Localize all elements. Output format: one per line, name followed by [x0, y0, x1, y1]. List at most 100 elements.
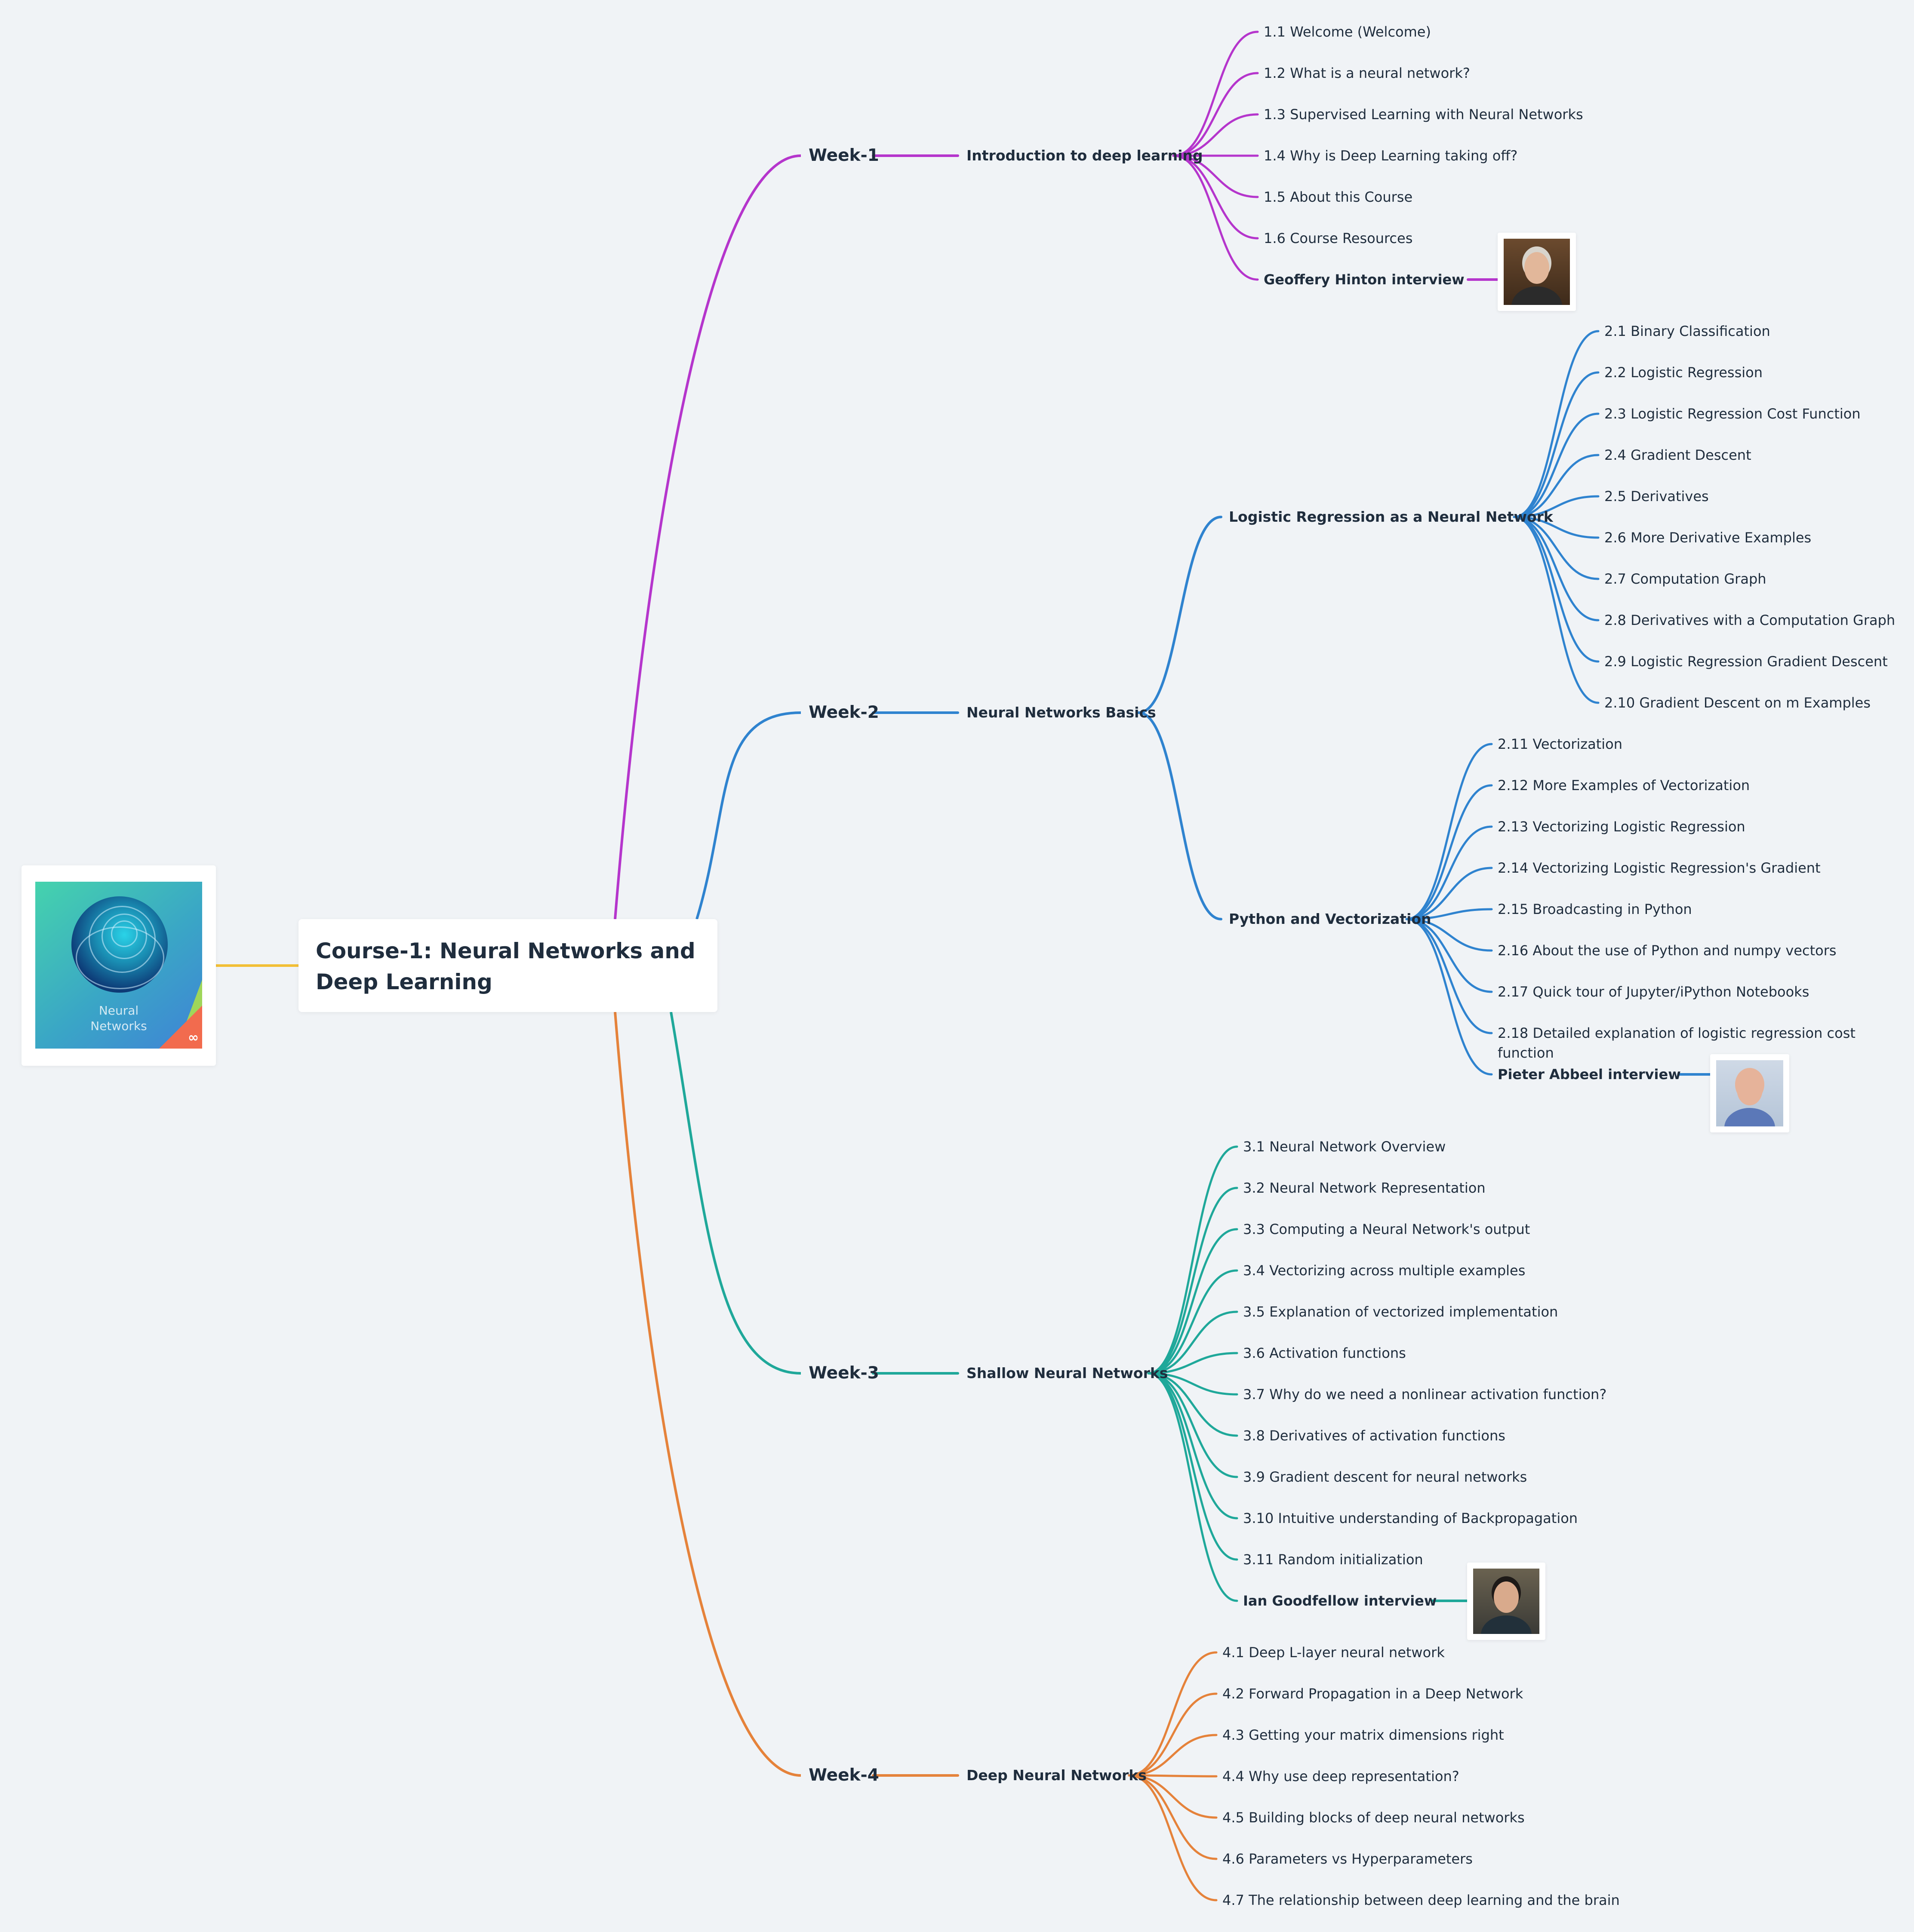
lesson-item[interactable]: 2.9 Logistic Regression Gradient Descent — [1604, 653, 1888, 670]
branch-connector — [1405, 867, 1493, 920]
lesson-item[interactable]: 1.4 Why is Deep Learning taking off? — [1264, 148, 1518, 164]
lesson-item[interactable]: 2.17 Quick tour of Jupyter/iPython Noteb… — [1498, 984, 1809, 1000]
lesson-item[interactable]: 2.3 Logistic Regression Cost Function — [1604, 406, 1861, 422]
lesson-item[interactable]: 4.4 Why use deep representation? — [1222, 1768, 1459, 1784]
lesson-item[interactable]: 2.8 Derivatives with a Computation Graph — [1604, 612, 1896, 628]
lesson-item[interactable]: 2.14 Vectorizing Logistic Regression's G… — [1498, 860, 1821, 876]
lesson-item[interactable]: 4.3 Getting your matrix dimensions right — [1222, 1727, 1504, 1743]
neural-networks-cover-art: Neural Networks ∞ — [35, 882, 202, 1049]
lesson-item[interactable]: 2.1 Binary Classification — [1604, 323, 1770, 339]
lesson-item[interactable]: 2.7 Computation Graph — [1604, 571, 1766, 587]
branch-connector — [1147, 1311, 1238, 1375]
lesson-item[interactable]: 1.6 Course Resources — [1264, 230, 1413, 246]
lesson-item[interactable]: 3.1 Neural Network Overview — [1243, 1138, 1446, 1155]
root-topic[interactable]: Course-1: Neural Networks and Deep Learn… — [298, 919, 717, 1012]
branch-connector — [1513, 371, 1600, 518]
lesson-item[interactable]: 1.1 Welcome (Welcome) — [1264, 24, 1431, 40]
lesson-item[interactable]: 3.11 Random initialization — [1243, 1551, 1423, 1568]
week-connector — [614, 154, 801, 920]
week-node[interactable]: Week-4 — [809, 1766, 879, 1785]
topic-node[interactable]: Introduction to deep learning — [966, 147, 1203, 164]
week-connector — [670, 1012, 801, 1375]
branch-connector — [1172, 31, 1259, 157]
topic-node[interactable]: Deep Neural Networks — [966, 1767, 1147, 1784]
week-node[interactable]: Week-3 — [809, 1363, 879, 1383]
lesson-item[interactable]: 3.8 Derivatives of activation functions — [1243, 1427, 1505, 1444]
lesson-item[interactable]: 4.7 The relationship between deep learni… — [1222, 1892, 1620, 1908]
branch-connector — [1172, 154, 1259, 198]
lesson-item[interactable]: 3.2 Neural Network Representation — [1243, 1180, 1486, 1196]
branch-connector — [1147, 1372, 1238, 1520]
lesson-item[interactable]: 3.5 Explanation of vectorized implementa… — [1243, 1304, 1558, 1320]
root-title: Course-1: Neural Networks and Deep Learn… — [316, 938, 695, 994]
geoffrey-hinton-photo — [1498, 233, 1576, 311]
lesson-item[interactable]: 4.5 Building blocks of deep neural netwo… — [1222, 1809, 1525, 1826]
lesson-item[interactable]: 3.6 Activation functions — [1243, 1345, 1406, 1361]
branch-connector — [1147, 1372, 1238, 1561]
lesson-item[interactable]: 2.13 Vectorizing Logistic Regression — [1498, 818, 1745, 835]
branch-connector — [1513, 495, 1600, 518]
lesson-item[interactable]: 2.4 Gradient Descent — [1604, 447, 1751, 463]
branch-connector — [1147, 1372, 1238, 1478]
branch-connector — [1513, 516, 1600, 580]
lesson-item[interactable]: 2.2 Logistic Regression — [1604, 364, 1763, 381]
lesson-item[interactable]: 2.18 Detailed explanation of logistic re… — [1498, 1025, 1856, 1061]
lesson-item[interactable]: 4.1 Deep L-layer neural network — [1222, 1644, 1445, 1661]
branch-connector — [1405, 918, 1493, 1076]
interview-node[interactable]: Ian Goodfellow interview — [1243, 1593, 1437, 1609]
branch-connector — [1405, 918, 1493, 993]
branch-connector — [1128, 1774, 1218, 1901]
lesson-item[interactable]: 3.9 Gradient descent for neural networks — [1243, 1469, 1527, 1485]
course-cover-image: Neural Networks ∞ — [22, 865, 216, 1066]
week-node[interactable]: Week-2 — [809, 703, 879, 722]
branch-connector — [1147, 1372, 1238, 1437]
lesson-item[interactable]: 3.7 Why do we need a nonlinear activatio… — [1243, 1386, 1607, 1403]
branch-connector — [1405, 743, 1493, 920]
branch-connector — [1172, 72, 1259, 157]
branch-connector — [1147, 1145, 1238, 1375]
branch-connector — [1405, 825, 1493, 920]
branch-connector — [1405, 908, 1493, 920]
subtopic-node[interactable]: Logistic Regression as a Neural Network — [1229, 508, 1553, 525]
lesson-item[interactable]: 2.5 Derivatives — [1604, 488, 1709, 505]
lesson-item[interactable]: 4.2 Forward Propagation in a Deep Networ… — [1222, 1686, 1523, 1702]
lesson-item[interactable]: 1.2 What is a neural network? — [1264, 65, 1470, 81]
lesson-item[interactable]: 3.4 Vectorizing across multiple examples — [1243, 1262, 1526, 1279]
lesson-item[interactable]: 4.6 Parameters vs Hyperparameters — [1222, 1851, 1473, 1867]
lesson-item[interactable]: 3.10 Intuitive understanding of Backprop… — [1243, 1510, 1578, 1526]
branch-connector — [1128, 1734, 1218, 1777]
interview-node[interactable]: Pieter Abbeel interview — [1498, 1066, 1681, 1083]
branch-connector — [1128, 1774, 1218, 1860]
branch-connector — [1172, 154, 1259, 281]
lesson-item[interactable]: 1.3 Supervised Learning with Neural Netw… — [1264, 106, 1583, 123]
week-connector — [614, 1012, 801, 1777]
ian-goodfellow-photo — [1467, 1563, 1545, 1640]
lesson-item[interactable]: 2.16 About the use of Python and numpy v… — [1498, 942, 1837, 959]
branch-connector — [1147, 1372, 1238, 1602]
lesson-item[interactable]: 2.15 Broadcasting in Python — [1498, 901, 1692, 917]
lesson-item[interactable]: 2.11 Vectorization — [1498, 736, 1622, 752]
branch-connector — [1147, 1228, 1238, 1375]
branch-connector — [1513, 330, 1600, 518]
branch-connector — [1128, 1651, 1218, 1777]
lesson-item[interactable]: 3.3 Computing a Neural Network's output — [1243, 1221, 1530, 1237]
topic-node[interactable]: Neural Networks Basics — [966, 704, 1156, 721]
cover-text-line2: Networks — [90, 1019, 147, 1033]
topic-node[interactable]: Shallow Neural Networks — [966, 1365, 1168, 1381]
pieter-abbeel-photo — [1710, 1054, 1789, 1132]
interview-node[interactable]: Geoffery Hinton interview — [1264, 271, 1465, 288]
branch-connector — [1147, 1187, 1238, 1375]
lesson-item[interactable]: 2.6 More Derivative Examples — [1604, 529, 1812, 546]
week-connector — [695, 711, 801, 920]
branch-connector — [1513, 516, 1600, 704]
week-node[interactable]: Week-1 — [809, 146, 879, 165]
lesson-item[interactable]: 2.12 More Examples of Vectorization — [1498, 777, 1750, 794]
lesson-item[interactable]: 1.5 About this Course — [1264, 189, 1413, 205]
subtopic-node[interactable]: Python and Vectorization — [1229, 911, 1431, 927]
branch-connector — [1405, 918, 1493, 1034]
cover-text-line1: Neural — [98, 1003, 139, 1018]
lesson-item[interactable]: 2.10 Gradient Descent on m Examples — [1604, 695, 1871, 711]
subtopic-connector — [1137, 516, 1222, 714]
branch-connector — [1513, 516, 1600, 663]
